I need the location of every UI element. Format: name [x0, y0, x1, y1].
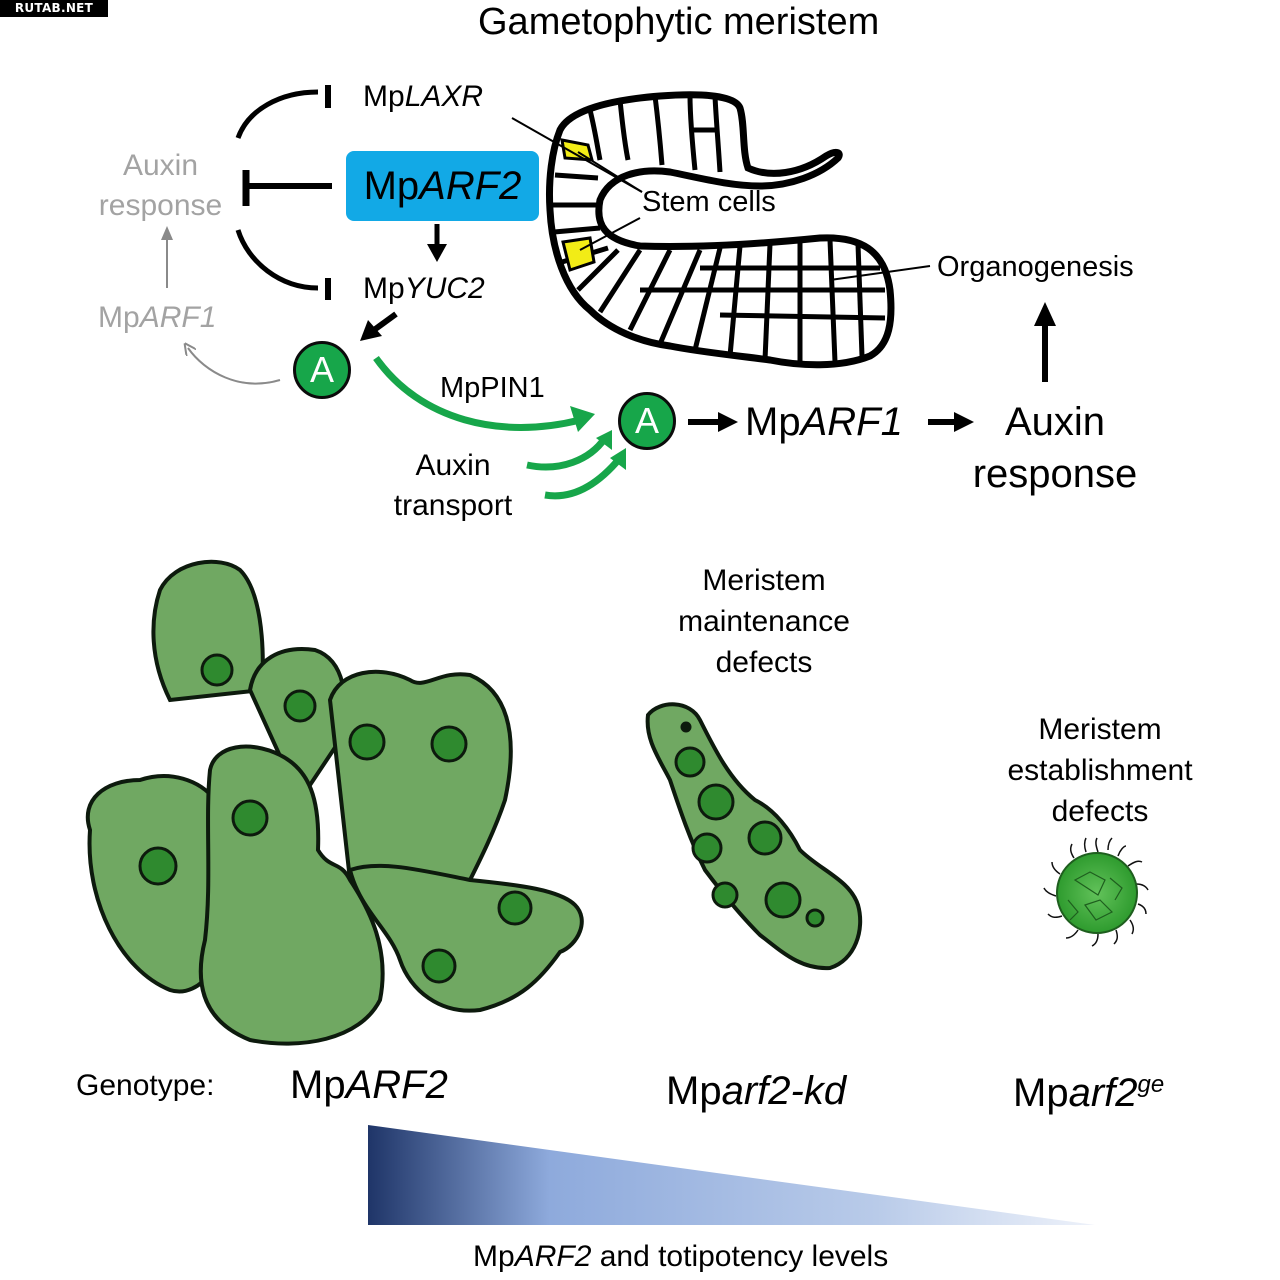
genotype-wildtype-prefix: Mp [290, 1063, 346, 1107]
gradient-caption: MpARF2 and totipotency levels [473, 1238, 888, 1276]
gene-arf1-inactive-prefix: Mp [98, 301, 140, 334]
arrow-yuc2-to-auxin [360, 311, 398, 341]
pin1-transport-arrow [373, 355, 581, 431]
organogenesis-label: Organogenesis [937, 251, 1134, 283]
thallus-gene-edited [1043, 837, 1149, 947]
auxin-transport-arrows [526, 435, 623, 500]
auxin-transport-label: Auxin transport [383, 446, 523, 526]
kd-phenotype-line3: defects [715, 646, 813, 679]
gradient-caption-prefix: Mp [473, 1240, 515, 1273]
gene-arf1-inactive-name: ARF1 [139, 301, 217, 334]
auxin-transport-line1: Auxin [415, 449, 491, 482]
arrow-response-to-organogenesis [1034, 302, 1056, 382]
genotype-knockdown: Mparf2-kd [666, 1066, 846, 1116]
genotype-wildtype: MpARF2 [290, 1060, 448, 1110]
gradient-caption-gene: ARF2 [514, 1240, 592, 1273]
gradient-caption-rest: and totipotency levels [591, 1240, 889, 1273]
kd-phenotype-line2: maintenance [678, 605, 850, 638]
kd-phenotype-line1: Meristem [702, 564, 826, 597]
genotype-gene-edited-superscript: ge [1137, 1071, 1165, 1098]
stem-cells-label: Stem cells [642, 186, 776, 218]
rhizoid-hairs [1043, 837, 1149, 947]
auxin-response-inactive-line2: response [98, 189, 223, 222]
gene-arf1-inactive: MpARF1 [98, 300, 216, 336]
arrow-auxin-to-arf1 [688, 412, 738, 432]
auxin-symbol-target: A [618, 392, 676, 450]
ge-phenotype-line3: defects [1051, 795, 1149, 828]
gene-laxr-name: LAXR [404, 80, 484, 113]
ge-phenotype-line2: establishment [1007, 754, 1193, 787]
thallus-wildtype-gemma-cups [138, 653, 533, 984]
ge-phenotype-label: Meristem establishment defects [990, 709, 1210, 832]
inhibition-bar-center [242, 170, 332, 206]
meristem-illustration [546, 91, 895, 369]
genotype-gene-edited-prefix: Mp [1013, 1071, 1069, 1115]
diagram-title: Gametophytic meristem [478, 1, 880, 43]
genotype-knockdown-prefix: Mp [666, 1069, 722, 1113]
genotype-gene-edited-name: arf2 [1068, 1071, 1138, 1115]
gene-laxr: MpLAXR [363, 80, 483, 114]
auxin-response-active: Auxin response [955, 396, 1155, 500]
gene-arf2-box: MpARF2 [346, 151, 539, 221]
thallus-wildtype [86, 559, 584, 1046]
inhibition-arc-laxr [235, 85, 331, 139]
genotype-wildtype-name: ARF2 [345, 1063, 448, 1107]
gene-arf2-name: ARF2 [419, 164, 522, 208]
gene-arf1-prefix: Mp [745, 400, 801, 444]
arrow-arf2-to-yuc2 [427, 224, 447, 262]
arrow-arf1-to-response [928, 412, 974, 432]
auxin-response-active-line1: Auxin [1004, 400, 1106, 444]
auxin-transport-line2: transport [393, 489, 513, 522]
totipotency-gradient-triangle [368, 1125, 1095, 1225]
auxin-response-inactive-line1: Auxin [122, 149, 199, 182]
transport-arrowhead-2 [610, 448, 626, 470]
pin1-arrowhead [570, 406, 595, 432]
genotype-gene-edited: Mparf2ge [1013, 1060, 1164, 1118]
genotype-label: Genotype: [76, 1069, 215, 1102]
arrow-gray-auxin-to-arf1 [188, 348, 281, 385]
gene-yuc2-name: YUC2 [404, 272, 485, 305]
gene-arf1: MpARF1 [745, 396, 903, 448]
arrow-gray-arf1-to-response [161, 226, 173, 288]
watermark: RUTAB.NET [0, 0, 108, 17]
auxin-response-inactive: Auxin response [88, 146, 233, 226]
kd-phenotype-label: Meristem maintenance defects [664, 560, 864, 683]
thallus-knockdown [645, 702, 863, 971]
gene-arf1-name: ARF1 [800, 400, 903, 444]
gene-laxr-prefix: Mp [363, 80, 405, 113]
genotype-knockdown-name: arf2-kd [721, 1069, 847, 1113]
gene-yuc2: MpYUC2 [363, 272, 485, 306]
transport-arrowhead-1 [596, 430, 612, 450]
leader-lines [511, 117, 931, 281]
inhibition-arc-yuc2 [235, 229, 331, 300]
auxin-response-active-line2: response [972, 452, 1138, 496]
auxin-symbol-source: A [293, 341, 351, 399]
pin1-label: MpPIN1 [440, 372, 545, 404]
ge-phenotype-line1: Meristem [1038, 713, 1162, 746]
gene-yuc2-prefix: Mp [363, 272, 405, 305]
gene-arf2-prefix: Mp [363, 164, 420, 208]
